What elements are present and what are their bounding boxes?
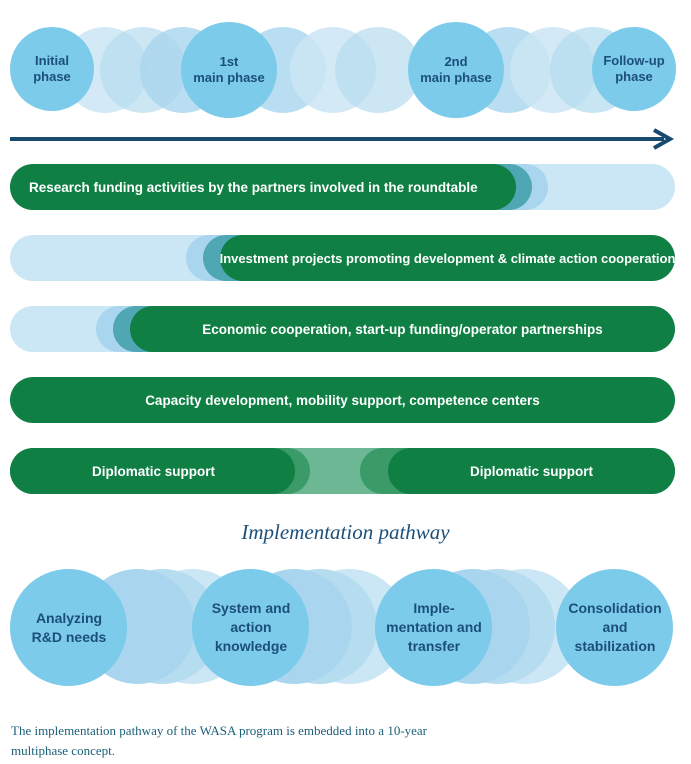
pathway-label-system: System and action knowledge <box>211 600 291 654</box>
pathway-title: Implementation pathway <box>241 520 450 544</box>
pathway-label-consolidation: Consolidation and stabilization <box>568 600 662 654</box>
activity-bar-capacity <box>10 377 675 423</box>
pathway-circle-system <box>192 569 309 686</box>
activity-bar-economic <box>130 306 675 352</box>
timeline-arrow <box>10 128 675 150</box>
pathway-label-analyzing: Analyzing R&D needs <box>31 609 107 645</box>
activity-label-diplomatic-left: Diplomatic support <box>92 463 216 479</box>
phase-label-follow-up: Follow-up phase <box>603 53 665 84</box>
activity-label-diplomatic-right: Diplomatic support <box>469 463 593 479</box>
activity-bar-research <box>10 164 516 210</box>
activity-label-economic: Economic cooperation, start-up funding/o… <box>202 321 603 337</box>
phase-label-1st-main: 1st main phase <box>193 54 265 85</box>
pathway-circle-implementation <box>375 569 492 686</box>
activity-bar-diplomatic-left <box>10 448 295 494</box>
pathway-circle-consolidation <box>556 569 673 686</box>
activity-label-capacity: Capacity development, mobility support, … <box>145 392 540 408</box>
pathway-circle-analyzing <box>10 569 127 686</box>
activity-bar-investment <box>220 235 675 281</box>
figure-caption: The implementation pathway of the WASA p… <box>11 723 428 758</box>
phase-circle-follow-up <box>592 27 676 111</box>
phase-label-2nd-main: 2nd main phase <box>420 54 492 85</box>
phase-circle-1st-main <box>181 22 277 118</box>
phase-connector-circle <box>335 27 421 113</box>
pathway-label-implementation: Imple- mentation and transfer <box>386 600 482 654</box>
activity-label-investment: Investment projects promoting developmen… <box>219 250 676 266</box>
activity-label-research: Research funding activities by the partn… <box>29 179 478 195</box>
activity-bar-diplomatic-right <box>388 448 675 494</box>
phase-label-initial: Initial phase <box>33 53 71 84</box>
phase-circle-2nd-main <box>408 22 504 118</box>
phase-circle-initial <box>10 27 94 111</box>
